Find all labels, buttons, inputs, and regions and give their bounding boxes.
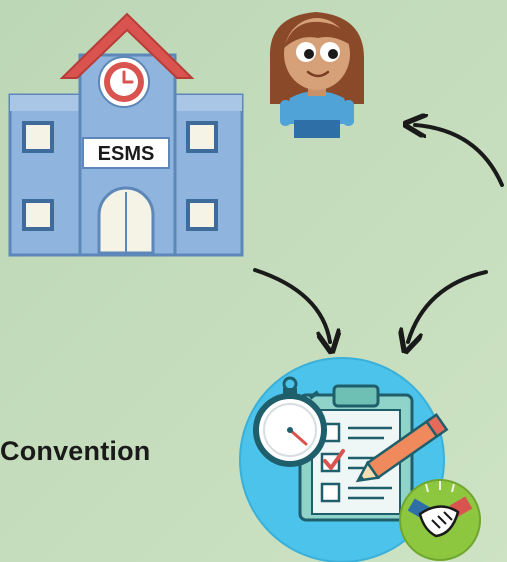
stopwatch-icon	[253, 376, 327, 467]
arrow-right-to-checklist	[408, 270, 488, 342]
clock-icon	[98, 56, 150, 108]
pencil-icon	[355, 413, 449, 483]
convention-label: Convention	[0, 436, 151, 466]
arrow-school-to-checklist	[253, 268, 330, 342]
flow-arrows	[253, 125, 504, 342]
school-sign-label: ESMS	[98, 143, 155, 165]
arrow-right-to-student	[415, 125, 504, 187]
school-building-icon	[8, 12, 244, 257]
student-girl-icon	[269, 12, 364, 138]
handshake-icon	[399, 479, 481, 561]
